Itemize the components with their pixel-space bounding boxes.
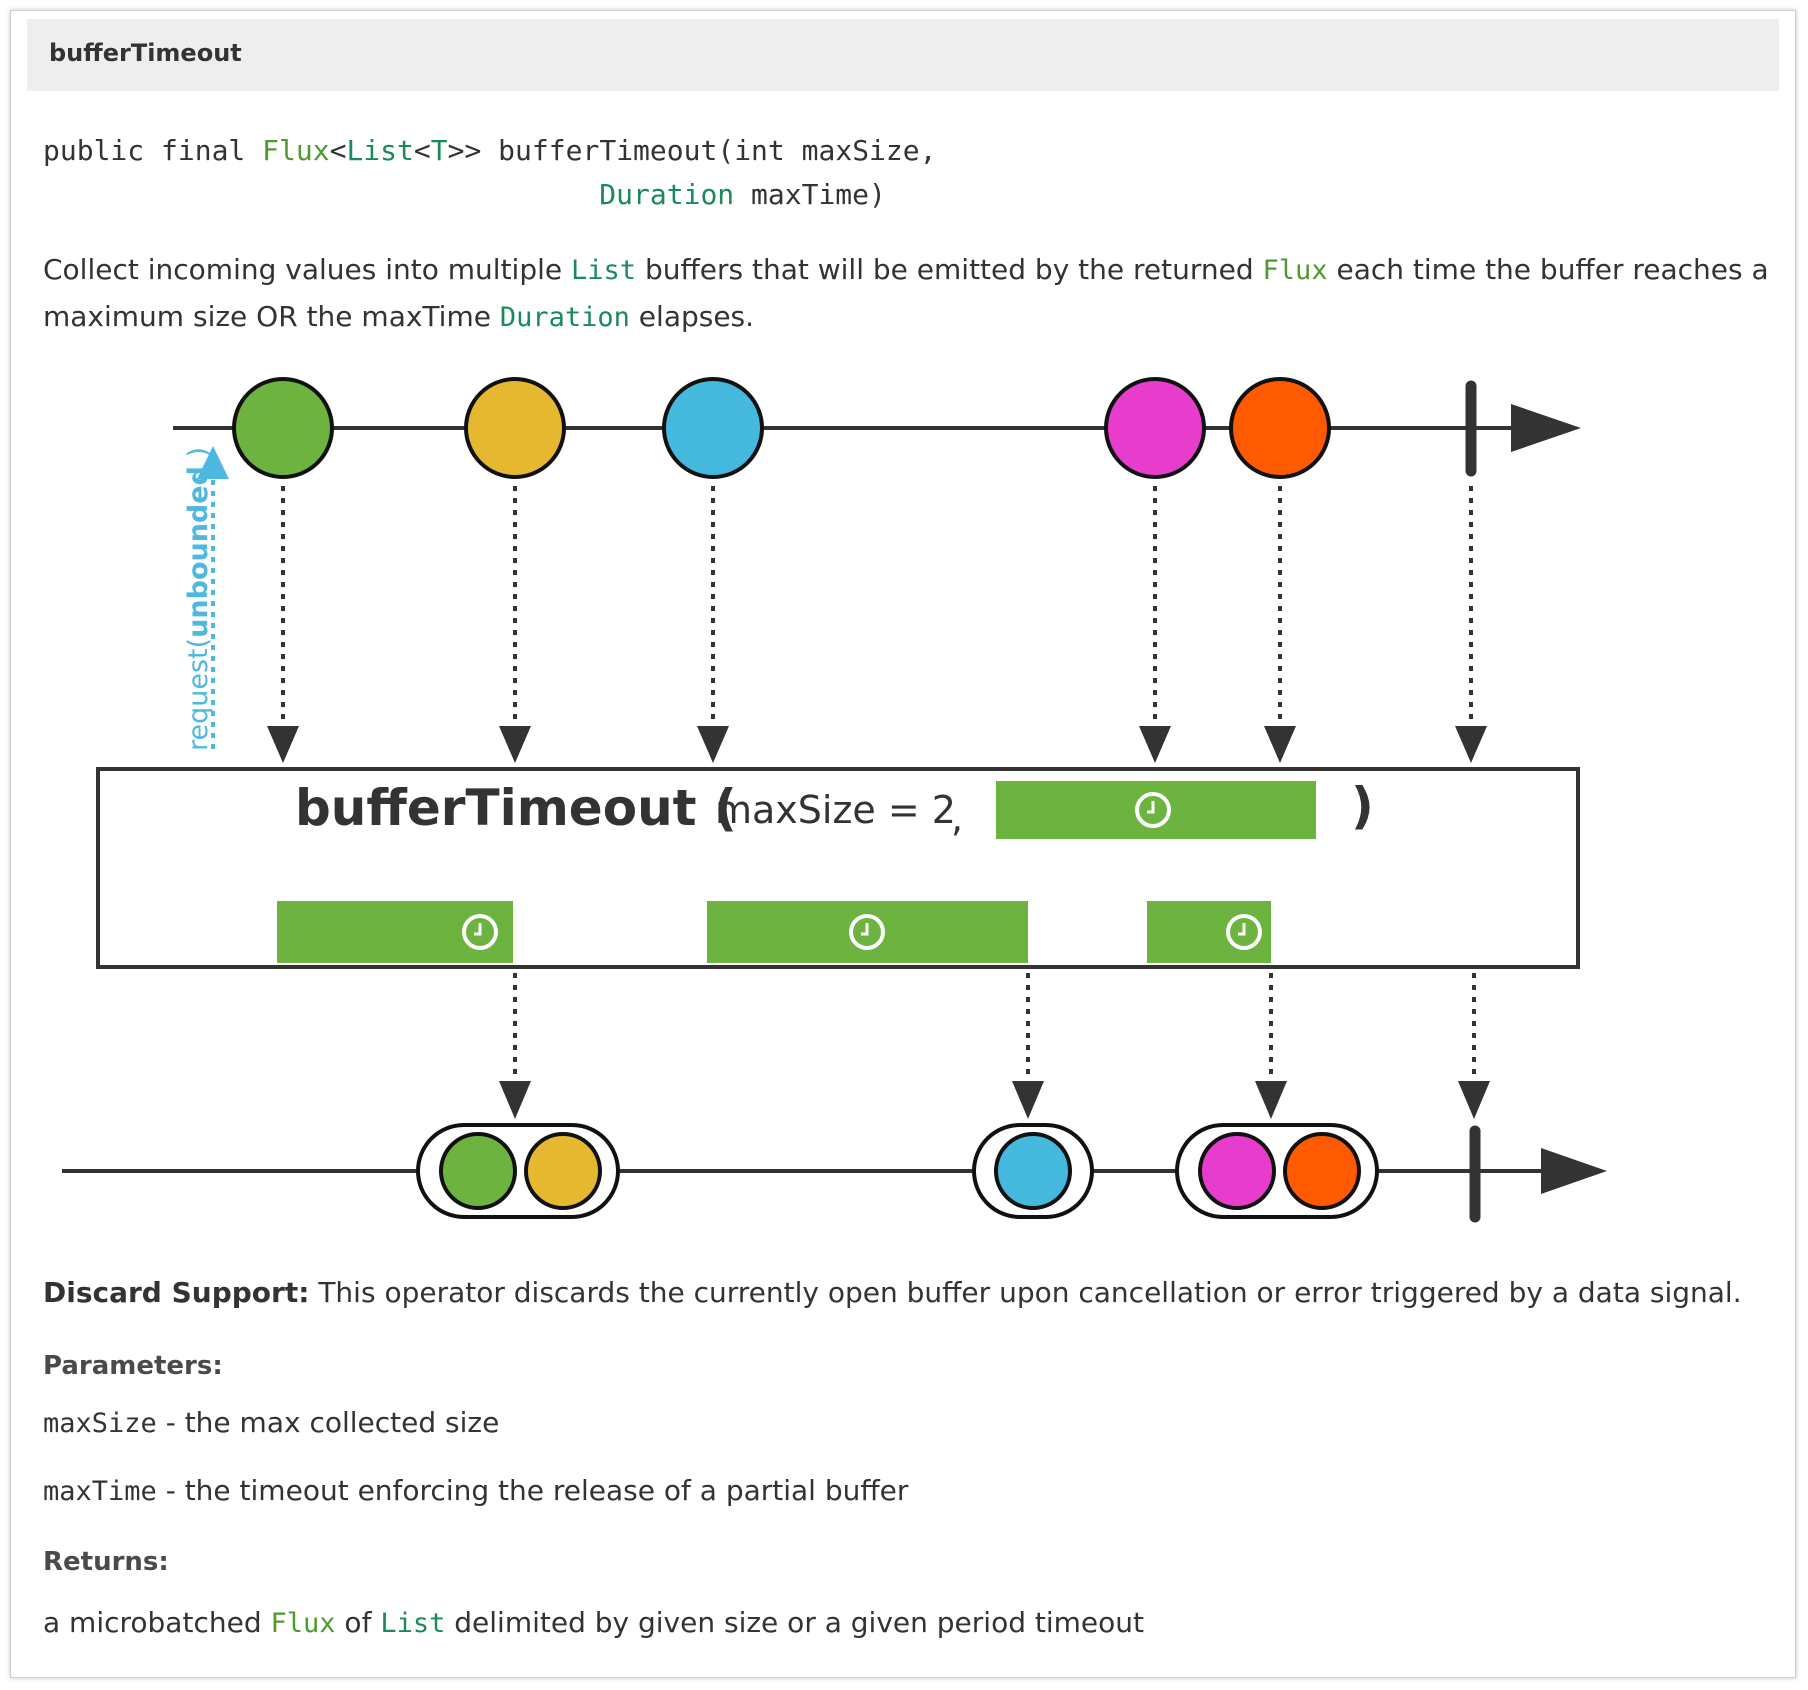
clock-icon [462, 914, 498, 950]
list-type-link[interactable]: List [346, 134, 414, 167]
timeout-bar-3 [1147, 901, 1271, 963]
marble-diagram: request(unbounded ) bufferTimeout ( maxS [62, 377, 1607, 1223]
param-maxtime: maxTime - the timeout enforcing the rele… [43, 1474, 909, 1507]
list-link[interactable]: List [571, 255, 637, 286]
operator-name: bufferTimeout ( [295, 779, 737, 837]
method-detail-panel: bufferTimeout public final Flux<List<T>>… [10, 10, 1796, 1678]
type-param-t: T [430, 134, 448, 167]
method-signature: public final Flux<List<T>> bufferTimeout… [43, 134, 937, 211]
flux-link[interactable]: Flux [1262, 255, 1328, 286]
method-description: Collect incoming values into multiple Li… [43, 253, 1769, 333]
source-marble-blue [662, 377, 764, 479]
operator-comma: , [951, 796, 963, 840]
output-marble-blue [994, 1132, 1072, 1210]
discard-label: Discard Support: [43, 1276, 310, 1309]
timeout-bar-1 [277, 901, 513, 963]
source-drop-heads [267, 726, 1487, 763]
clock-icon [1226, 914, 1262, 950]
output-marble-green [439, 1132, 517, 1210]
request-label: request(unbounded ) [183, 447, 214, 751]
flux-type-link[interactable]: Flux [262, 134, 330, 167]
clock-icon [1135, 792, 1171, 828]
source-marble-magenta [1104, 377, 1206, 479]
output-timeline-arrowhead [1541, 1148, 1607, 1194]
clock-icon [849, 914, 885, 950]
operator-close: ) [1351, 777, 1374, 835]
source-marble-yellow [464, 377, 566, 479]
source-marble-green [232, 377, 334, 479]
duration-link[interactable]: Duration [499, 302, 630, 333]
source-drop-arrows [281, 486, 1473, 726]
returns-list-link[interactable]: List [380, 1608, 446, 1639]
discard-support: Discard Support: This operator discards … [43, 1276, 1742, 1309]
duration-type-link[interactable]: Duration [599, 178, 735, 211]
returns-heading: Returns: [43, 1547, 169, 1577]
method-title: bufferTimeout [49, 39, 242, 67]
param-maxsize: maxSize - the max collected size [43, 1406, 500, 1439]
output-marble-orange [1283, 1132, 1361, 1210]
returns-flux-link[interactable]: Flux [270, 1608, 336, 1639]
duration-bar [996, 781, 1316, 839]
request-arrow-head [197, 446, 229, 479]
parameters-heading: Parameters: [43, 1351, 223, 1381]
source-marble-orange [1229, 377, 1331, 479]
output-marble-magenta [1198, 1132, 1276, 1210]
returns-description: a microbatched Flux of List delimited by… [43, 1606, 1144, 1639]
output-drop-heads [499, 1081, 1490, 1119]
operator-args: maxSize = 2 [715, 788, 956, 832]
output-drop-arrows [513, 973, 1476, 1081]
source-timeline-arrowhead [1511, 404, 1581, 452]
method-header: bufferTimeout [27, 19, 1779, 91]
output-marble-yellow [524, 1132, 602, 1210]
